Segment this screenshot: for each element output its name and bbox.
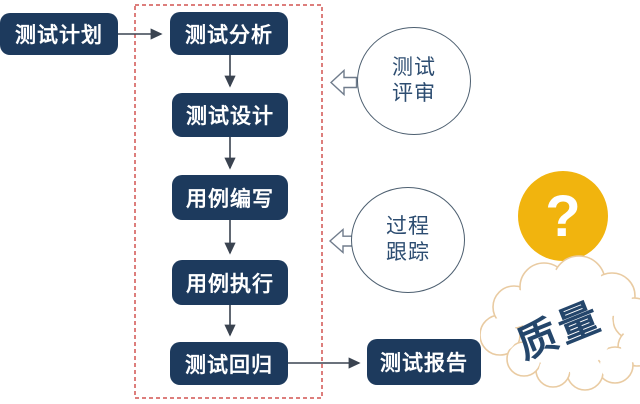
flow-box-case-execution: 用例执行 (172, 260, 288, 305)
flow-box-test-analysis: 测试分析 (170, 12, 288, 55)
circle-test-review-line1: 测试 (392, 56, 436, 79)
block-arrow-left-review-icon (329, 68, 358, 97)
flow-box-case-writing: 用例编写 (172, 175, 288, 220)
flow-box-test-report: 测试报告 (367, 339, 481, 385)
question-mark-glyph: ? (545, 183, 581, 249)
circle-test-review: 测试 评审 (357, 27, 471, 135)
circle-process-tracking-line2: 跟踪 (386, 241, 430, 264)
flow-box-test-regression: 测试回归 (170, 342, 288, 385)
flow-box-test-design: 测试设计 (172, 93, 288, 137)
question-mark-badge: ? (518, 171, 608, 261)
flow-box-test-plan: 测试计划 (0, 13, 118, 55)
quality-cloud-icon (480, 255, 640, 391)
circle-test-review-line2: 评审 (392, 82, 436, 105)
circle-process-tracking: 过程 跟踪 (351, 187, 465, 293)
circle-process-tracking-line1: 过程 (386, 215, 430, 238)
